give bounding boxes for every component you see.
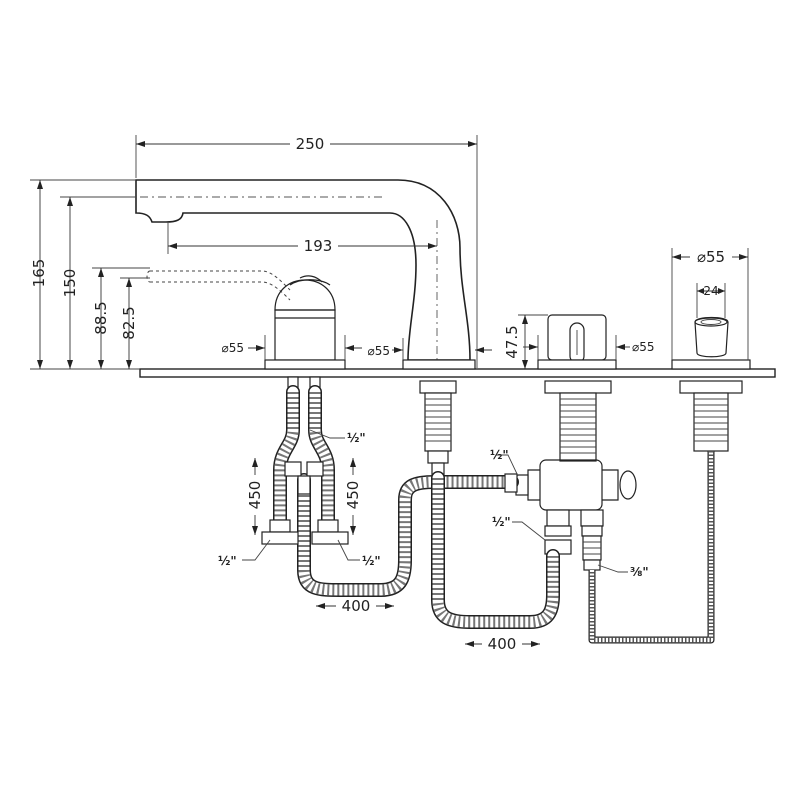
dimension-lines [30,135,749,647]
dim-82-5: 82.5 [120,306,138,339]
conn-diverter-lower: ½" [492,515,511,529]
shower-hose [588,451,715,644]
dim-d55-mixer: ⌀55 [222,341,245,355]
deck [139,368,776,378]
dim-250: 250 [296,135,325,153]
conn-shower-outlet: ⅜" [630,565,649,579]
dim-400-left: 400 [342,597,371,615]
dim-450-left: 450 [246,481,264,510]
conn-top-right: ½" [347,431,366,445]
dim-400-right: 400 [488,635,517,653]
spout [135,179,476,370]
dim-450-right: 450 [344,481,362,510]
handshower-holder [671,316,751,370]
diverter-body [515,459,637,571]
dim-47-5: 47.5 [503,325,521,358]
diverter-handle [537,314,617,370]
conn-diverter-inlet: ½" [490,448,509,462]
mixer-lever [146,270,346,370]
dim-d55-handshower: ⌀55 [697,248,725,266]
dim-88-5: 88.5 [92,301,110,334]
dim-d55-spout: ⌀55 [368,344,391,358]
dim-150: 150 [61,269,79,298]
dim-d55-diverter: ⌀55 [632,340,655,354]
dim-193: 193 [304,237,333,255]
dim-24: 24 [703,284,718,298]
dim-165: 165 [30,259,48,288]
conn-right-lower: ½" [362,554,381,568]
shanks [287,376,743,478]
braided-hoses [261,385,560,629]
conn-left-lower: ½" [218,554,237,568]
